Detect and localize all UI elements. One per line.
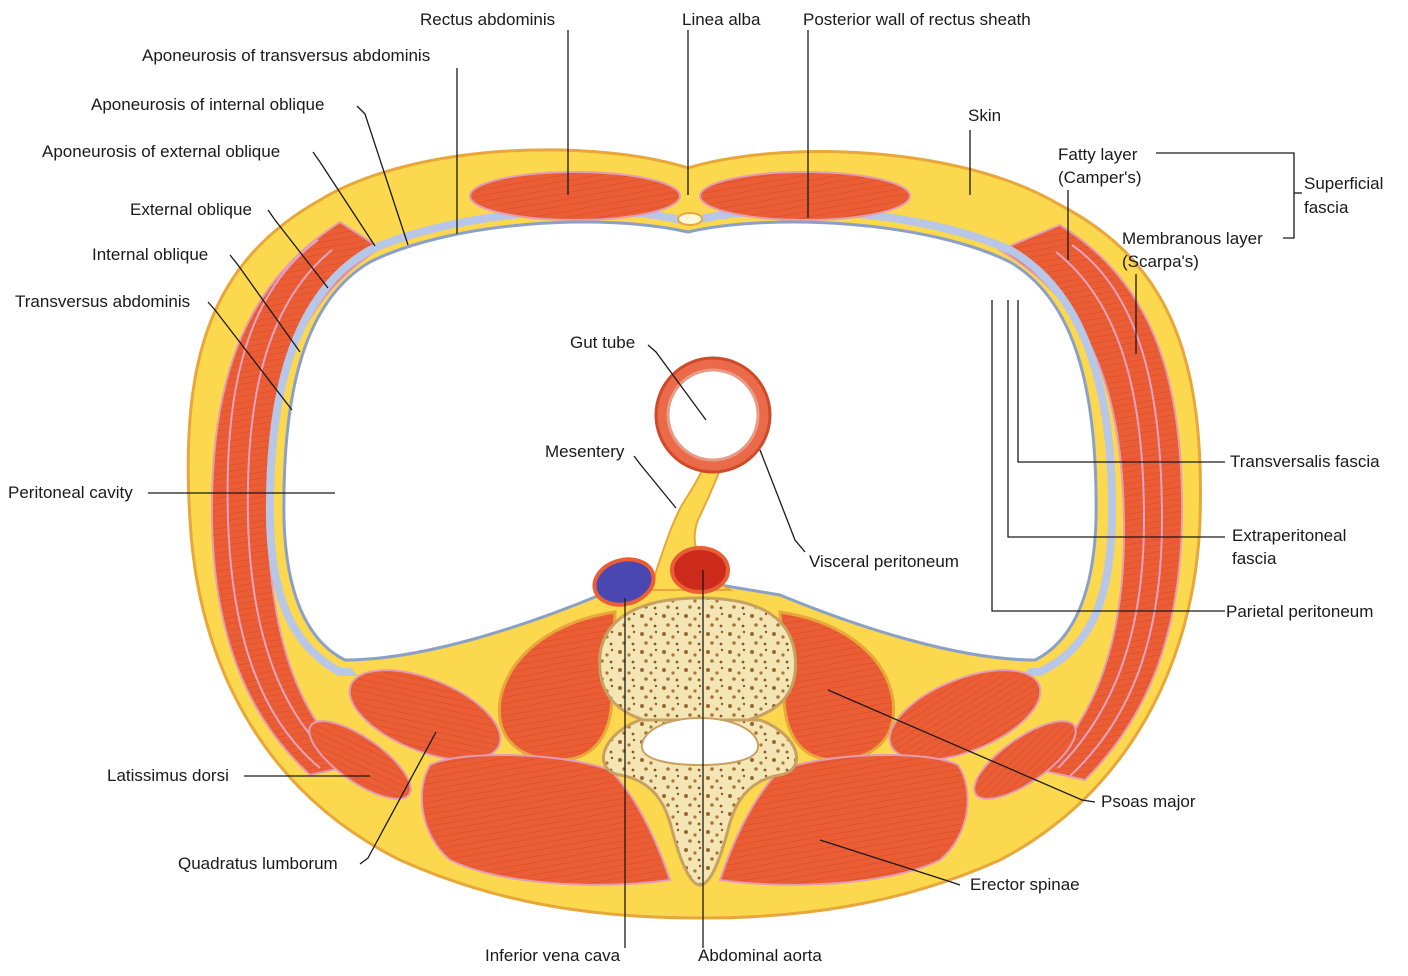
label-rectus-abdominis: Rectus abdominis [420, 9, 555, 31]
label-extraperitoneal-fascia-line1: Extraperitoneal [1232, 525, 1346, 547]
linea-alba-node [678, 213, 702, 225]
label-inferior-vena-cava: Inferior vena cava [485, 945, 620, 967]
label-transversus-abdominis: Transversus abdominis [15, 291, 190, 313]
label-gut-tube: Gut tube [570, 332, 635, 354]
rectus-abdominis-right [700, 172, 910, 220]
label-extraperitoneal-fascia-line2: fascia [1232, 548, 1276, 570]
label-posterior-wall-rectus-sheath: Posterior wall of rectus sheath [803, 9, 1031, 31]
label-parietal-peritoneum: Parietal peritoneum [1226, 601, 1373, 623]
label-psoas-major: Psoas major [1101, 791, 1195, 813]
label-linea-alba: Linea alba [682, 9, 760, 31]
abdominal-aorta [672, 548, 728, 592]
label-fatty-layer-line2: (Camper's) [1058, 167, 1142, 189]
label-superficial-fascia-line2: fascia [1304, 197, 1348, 219]
label-external-oblique: External oblique [130, 199, 252, 221]
label-skin: Skin [968, 105, 1001, 127]
label-latissimus-dorsi: Latissimus dorsi [107, 765, 229, 787]
label-fatty-layer-line1: Fatty layer [1058, 144, 1137, 166]
label-erector-spinae: Erector spinae [970, 874, 1080, 896]
label-aponeurosis-transversus: Aponeurosis of transversus abdominis [142, 45, 430, 67]
vertebral-foramen [642, 718, 758, 765]
rectus-abdominis-left [470, 172, 680, 220]
vertebral-body [600, 598, 796, 722]
label-aponeurosis-external-oblique: Aponeurosis of external oblique [42, 141, 280, 163]
label-membranous-layer-line2: (Scarpa's) [1122, 251, 1199, 273]
label-transversalis-fascia: Transversalis fascia [1230, 451, 1380, 473]
label-peritoneal-cavity: Peritoneal cavity [8, 482, 133, 504]
gut-tube-lumen [668, 370, 758, 460]
label-mesentery: Mesentery [545, 441, 624, 463]
label-visceral-peritoneum: Visceral peritoneum [809, 551, 959, 573]
label-internal-oblique: Internal oblique [92, 244, 208, 266]
label-superficial-fascia-line1: Superficial [1304, 173, 1383, 195]
label-abdominal-aorta: Abdominal aorta [698, 945, 822, 967]
label-quadratus-lumborum: Quadratus lumborum [178, 853, 338, 875]
label-membranous-layer-line1: Membranous layer [1122, 228, 1263, 250]
label-aponeurosis-internal-oblique: Aponeurosis of internal oblique [91, 94, 324, 116]
